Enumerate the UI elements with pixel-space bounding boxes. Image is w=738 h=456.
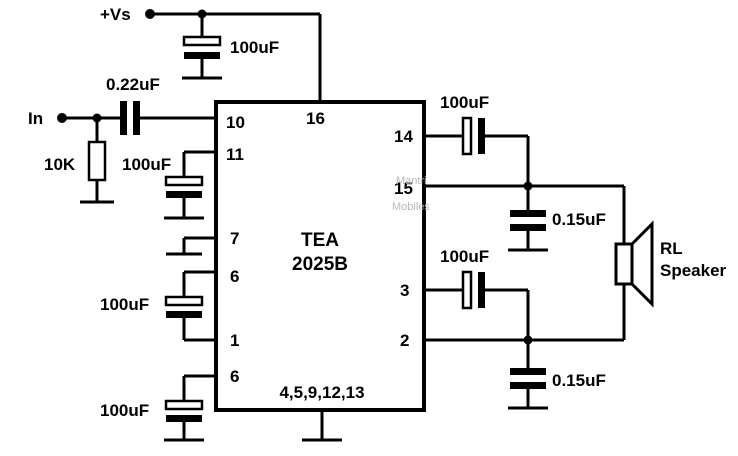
- pin6b-capacitor-value: 100uF: [100, 401, 149, 420]
- input-resistor-value: 10K: [44, 155, 76, 174]
- pin15-shunt-capacitor: [508, 186, 548, 252]
- pin-1-label: 1: [230, 331, 239, 350]
- watermark-line2: Mobiles: [392, 201, 430, 213]
- pin11-capacitor-value: 100uF: [122, 155, 171, 174]
- pin6b-capacitor: [164, 374, 216, 442]
- ic-body: [214, 100, 426, 412]
- pin-10-label: 10: [226, 113, 245, 132]
- pin-3-label: 3: [400, 281, 409, 300]
- pin-2-label: 2: [400, 331, 409, 350]
- pin6-pin1-capacitor: [164, 270, 216, 342]
- pin-16-label: 16: [306, 109, 325, 128]
- speaker-label-line2: Speaker: [660, 261, 727, 280]
- input-label: In: [28, 109, 43, 128]
- speaker-icon: [614, 220, 654, 308]
- pin3-output-capacitor: [424, 270, 530, 340]
- pin-6a-label: 6: [230, 267, 239, 286]
- ic-name-line2: 2025B: [292, 254, 348, 275]
- pin2-shunt-capacitor: [508, 340, 548, 410]
- ic-ground: [302, 410, 342, 442]
- pin14-output-capacitor: [424, 116, 530, 186]
- pin2-shunt-capacitor-value: 0.15uF: [552, 371, 606, 390]
- pin-15-label: 15: [394, 179, 413, 198]
- supply-rail: [145, 9, 322, 102]
- input-network: [57, 101, 216, 204]
- pin-7-label: 7: [230, 229, 239, 248]
- watermark-line1: Mantri: [396, 175, 427, 187]
- ic-ground-pins-label: 4,5,9,12,13: [279, 383, 364, 402]
- pin-11-label: 11: [226, 145, 244, 164]
- input-capacitor-value: 0.22uF: [106, 75, 160, 94]
- supply-capacitor: [182, 35, 222, 80]
- ic-name-line1: TEA: [301, 230, 339, 251]
- pin14-capacitor-value: 100uF: [440, 93, 489, 112]
- supply-label: +Vs: [100, 5, 131, 24]
- pin6-pin1-capacitor-value: 100uF: [100, 295, 149, 314]
- pin2-output-line: [424, 284, 626, 345]
- pin7-ground: [166, 236, 216, 256]
- pin11-capacitor: [164, 150, 216, 220]
- pin-6b-label: 6: [230, 367, 239, 386]
- pin15-shunt-capacitor-value: 0.15uF: [552, 210, 606, 229]
- supply-capacitor-value: 100uF: [230, 38, 279, 57]
- pin-14-label: 14: [394, 127, 413, 146]
- pin3-capacitor-value: 100uF: [440, 247, 489, 266]
- speaker-label-line1: RL: [660, 239, 683, 258]
